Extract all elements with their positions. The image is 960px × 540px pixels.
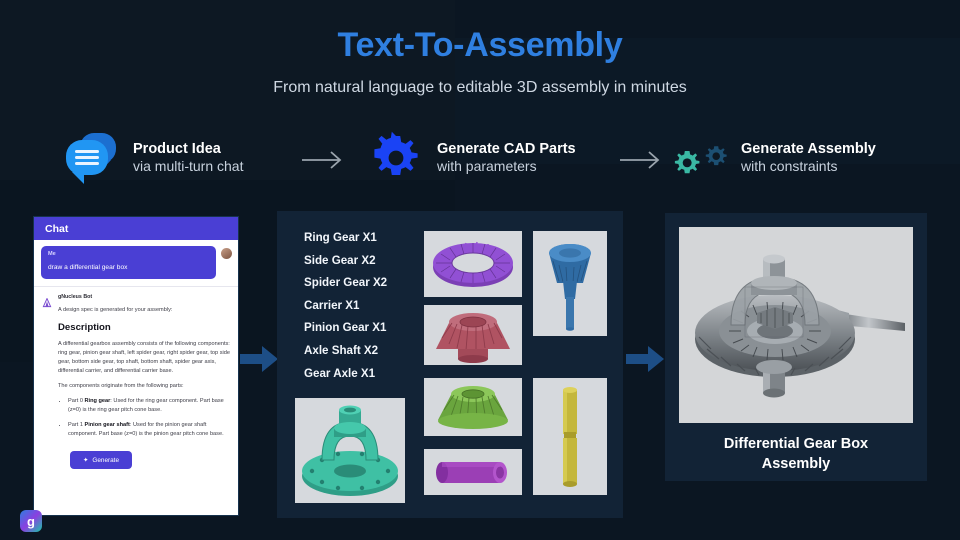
bot-intro: A design spec is generated for your asse… [58,307,173,313]
bot-heading: Description [58,322,111,334]
background-tint-header [455,38,960,164]
chat-user-message-row: Me draw a differential gear box [34,240,238,287]
spider-gear-thumbnail[interactable] [424,378,522,436]
page-title: Text-To-Assembly [337,26,623,64]
ring-gear-thumbnail[interactable] [424,231,522,297]
step-subtitle: with constraints [741,158,838,175]
generate-button[interactable]: ✦ Generate [70,451,133,470]
generate-button-label: Generate [92,456,120,464]
part-list-item: Side Gear X2 [304,253,376,267]
arrow-right-icon-parts-to-assembly [626,346,664,372]
bot-paragraph: A differential gearbox assembly consists… [58,341,230,375]
step-product-idea: Product Idea via multi-turn chat [64,130,243,186]
step-title: Product Idea [133,140,221,157]
chat-title: Chat [45,222,69,235]
list-item: Part 1 Pinion gear shaft: Used for the p… [68,421,230,439]
arrow-right-icon-1 [300,150,346,170]
part-list-item: Gear Axle X1 [304,366,376,380]
bullet-term: Ring gear [84,398,111,405]
step-subtitle: with parameters [437,158,537,175]
arrow-right-icon-2 [618,150,664,170]
assembly-panel: Differential Gear Box Assembly [665,213,927,481]
bullet-text: : Used for the pinion gear shaft compone… [68,422,224,438]
assembly-render[interactable] [679,227,913,423]
step-title: Generate Assembly [741,140,876,157]
pinion-gear-shaft-thumbnail[interactable] [533,231,607,336]
parts-panel: Ring Gear X1 Side Gear X2 Spider Gear X2… [277,211,623,518]
chat-panel[interactable]: Chat Me draw a differential gear box gNu… [34,217,238,515]
part-list-item: Axle Shaft X2 [304,343,379,357]
assembly-caption: Differential Gear Box Assembly [675,435,917,474]
chat-user-bubble: Me draw a differential gear box [41,246,216,279]
parts-list: Ring Gear X1 Side Gear X2 Spider Gear X2… [304,231,422,389]
axle-shaft-thumbnail[interactable] [533,378,607,495]
bullet-term: Pinion gear shaft [84,422,130,429]
list-item: Part 0 Ring gear: Used for the ring gear… [68,397,230,415]
gear-icon [368,130,424,186]
bot-parts-intro: The components originate from the follow… [58,383,184,390]
bullet-prefix: Part 0 [68,398,85,405]
brand-logo-glyph: g [27,513,35,529]
arrow-right-icon-chat-to-parts [240,346,278,372]
avatar [221,248,232,259]
brand-logo-icon: g [20,510,42,532]
gear-axle-thumbnail[interactable] [424,449,522,495]
part-list-item: Spider Gear X2 [304,276,388,290]
pipeline-steps: Product Idea via multi-turn chat Generat… [0,128,960,194]
page-subtitle: From natural language to editable 3D ass… [273,79,687,96]
step-generate-assembly: Generate Assembly with constraints [672,130,876,186]
step-generate-cad-parts: Generate CAD Parts with parameters [368,130,576,186]
bot-logo-icon [42,295,52,308]
side-gear-thumbnail[interactable] [424,305,522,365]
bot-bullet-list: Part 0 Ring gear: Used for the ring gear… [68,397,230,439]
part-list-item: Carrier X1 [304,298,360,312]
step-subtitle: via multi-turn chat [133,158,244,175]
chat-panel-header: Chat [34,217,238,240]
bot-name: gNucleus Bot [58,294,93,300]
sparkle-icon: ✦ [83,457,89,465]
assembly-caption-line1: Differential Gear Box [723,436,869,452]
chat-bot-message: gNucleus Bot A design spec is generated … [34,287,238,470]
chat-user-text: draw a differential gear box [48,264,128,271]
chat-user-name: Me [48,251,56,257]
part-list-item: Ring Gear X1 [304,231,377,244]
part-list-item: Pinion Gear X1 [304,321,387,335]
chat-bubble-icon [64,130,120,186]
bullet-prefix: Part 1 [68,422,85,429]
assembly-caption-line2: Assembly [761,455,831,472]
double-gear-icon [672,130,728,186]
bullet-text: : Used for the ring gear component. Part… [68,398,224,414]
carrier-thumbnail[interactable] [295,398,405,503]
step-title: Generate CAD Parts [437,140,576,157]
